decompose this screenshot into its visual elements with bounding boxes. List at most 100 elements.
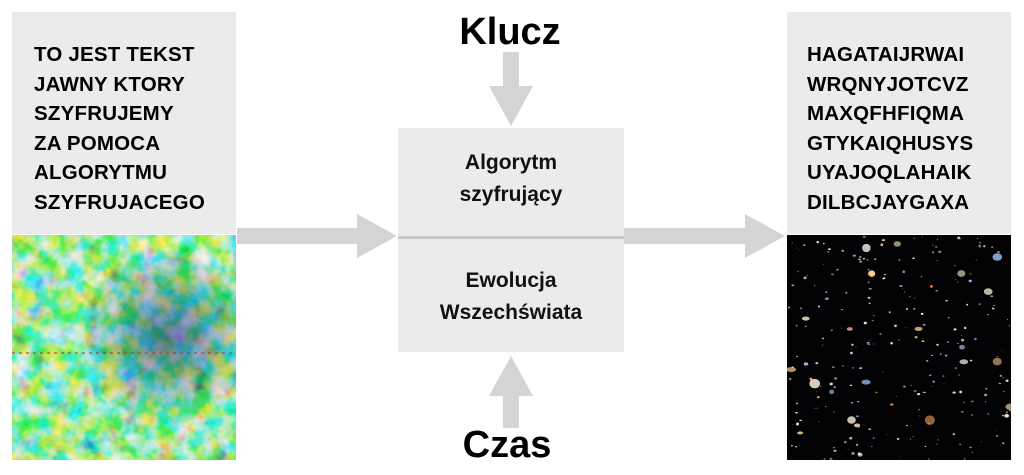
ciphertext-line: WRQNYJOTCVZ [807, 72, 969, 96]
galaxy-dot [867, 343, 871, 346]
galaxy-dot [830, 273, 834, 276]
galaxy-dot [968, 279, 972, 283]
galaxy-dot [867, 269, 870, 271]
galaxy-dot [825, 406, 827, 408]
galaxy-dot [817, 305, 821, 308]
galaxy-dot [1004, 413, 1010, 418]
galaxy-dot [795, 325, 798, 327]
galaxy-dot [987, 413, 990, 415]
galaxy-dot [831, 366, 835, 369]
galaxy-dot [862, 235, 866, 239]
galaxy-dot [956, 342, 959, 345]
galaxy-dot [969, 273, 972, 275]
galaxy-dot [868, 287, 872, 290]
galaxy-dot [816, 391, 818, 393]
galaxy-dot [882, 371, 884, 373]
galaxy-dot [902, 270, 906, 274]
galaxy-dot [990, 295, 994, 297]
algorithm-divider [398, 236, 624, 239]
galaxy-dot [939, 353, 942, 355]
galaxy-dot [946, 341, 949, 343]
galaxy-dot [882, 277, 885, 280]
galaxy-dot [857, 258, 862, 261]
galaxy-dot [852, 367, 854, 369]
galaxy-dot [804, 325, 808, 328]
galaxy-dot [995, 429, 997, 431]
time-label: Czas [462, 424, 552, 466]
galaxy-dot [836, 268, 839, 271]
galaxy-dot [898, 339, 900, 341]
galaxy-dot [909, 438, 912, 440]
plaintext-text: TO JEST TEKST JAWNY KTORY SZYFRUJEMY ZA … [34, 40, 205, 217]
galaxy-dot [821, 337, 825, 340]
galaxy-dot [867, 273, 871, 276]
galaxy-dot [833, 447, 835, 449]
galaxy-dot [1008, 325, 1010, 327]
galaxy-dot [957, 270, 966, 277]
galaxy-dot [903, 385, 906, 388]
galaxy-dot [822, 264, 824, 265]
galaxy-dot [901, 285, 903, 286]
galaxy-dot [993, 304, 996, 307]
galaxy-dot [1005, 403, 1011, 411]
galaxy-dot [974, 337, 977, 340]
galaxy-dot [995, 435, 999, 437]
galaxy-dot [814, 407, 816, 409]
galaxy-dot [858, 426, 860, 428]
galaxy-dot [917, 392, 921, 396]
galaxy-dot [880, 243, 884, 247]
galaxy-dot [829, 382, 833, 386]
arrow-up-icon [489, 356, 533, 428]
galaxy-dot [954, 367, 958, 370]
galaxy-dot [927, 458, 930, 460]
galaxy-dot [921, 236, 923, 238]
galaxy-dot [830, 329, 833, 332]
galaxy-dot [827, 248, 831, 250]
galaxy-dot [959, 359, 969, 365]
galaxy-dot [791, 242, 793, 244]
galaxy-dot [932, 244, 934, 246]
galaxy-dot [820, 385, 822, 387]
galaxy-dot [947, 317, 950, 319]
galaxy-dot [999, 374, 1003, 377]
galaxy-dot [959, 344, 965, 350]
ciphertext-line: GTYKAIQHUSYS [807, 131, 974, 155]
galaxy-dot [898, 259, 901, 261]
galaxy-dot [856, 400, 860, 403]
plaintext-line: ZA POMOCA [34, 131, 161, 155]
galaxy-dot [879, 333, 882, 335]
plaintext-line: JAWNY KTORY [34, 72, 186, 96]
galaxy-dot [853, 423, 861, 428]
galaxy-dot [1002, 442, 1005, 445]
galaxy-dot [847, 449, 849, 450]
galaxy-dot [822, 344, 824, 346]
galaxy-dot [874, 258, 877, 260]
galaxy-dot [931, 386, 933, 387]
galaxy-dot [905, 327, 907, 328]
galaxy-dot [816, 396, 820, 399]
galaxy-dot [1002, 391, 1005, 393]
galaxy-dot [847, 365, 849, 366]
galaxy-dot [935, 246, 938, 248]
deep-field-graphic [787, 235, 1011, 460]
galaxy-dot [984, 401, 987, 403]
galaxy-dot [873, 315, 875, 317]
galaxy-dot [919, 415, 921, 417]
galaxy-dot [971, 400, 974, 403]
galaxy-dot [791, 444, 793, 447]
plaintext-line: TO JEST TEKST [34, 43, 195, 66]
galaxy-dot [987, 313, 989, 316]
galaxy-dot [796, 422, 799, 426]
galaxy-dot [794, 446, 798, 448]
galaxy-dot [932, 380, 936, 383]
galaxy-dot [905, 307, 909, 311]
galaxy-dot [912, 436, 914, 438]
galaxy-dot [890, 403, 894, 406]
galaxy-dot [803, 244, 806, 247]
galaxy-dot [913, 308, 916, 310]
galaxy-dot [970, 359, 973, 362]
galaxy-dot [851, 451, 855, 455]
galaxy-dot [797, 431, 804, 435]
galaxy-dot [1005, 379, 1009, 383]
